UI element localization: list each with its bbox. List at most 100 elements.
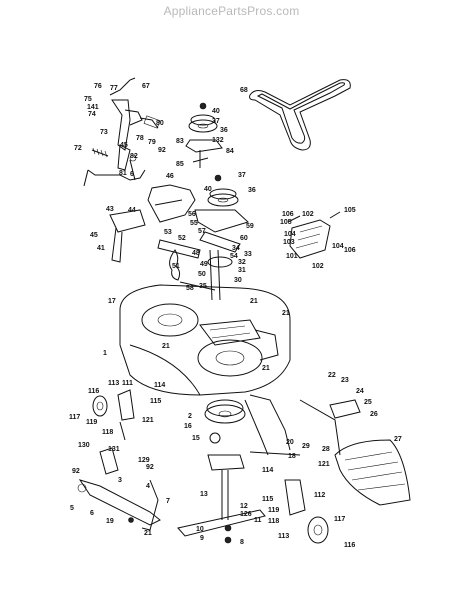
- blade-spindle-assembly: [177, 399, 266, 544]
- callout-label: 113: [278, 533, 289, 540]
- callout-label: 74: [88, 111, 96, 118]
- callout-label: 50: [198, 271, 206, 278]
- callout-label: 35: [199, 283, 207, 290]
- callout-label: 16: [184, 423, 192, 430]
- callout-label: 30: [234, 277, 242, 284]
- callout-label: 52: [178, 235, 186, 242]
- callout-label: 2: [188, 413, 192, 420]
- callout-label: 6: [90, 510, 94, 517]
- callout-label: 37: [212, 118, 220, 125]
- callout-label: 54: [230, 253, 238, 260]
- callout-label: 131: [108, 446, 120, 453]
- deck-belt: [249, 79, 351, 151]
- lift-lever-assembly: [83, 77, 161, 187]
- callout-label: 58: [186, 285, 194, 292]
- callout-label: 79: [148, 139, 156, 146]
- callout-label: 121: [142, 417, 154, 424]
- callout-label: 92: [146, 464, 154, 471]
- callout-label: 8: [240, 539, 244, 546]
- callout-label: 48: [192, 250, 200, 257]
- callout-label: 85: [176, 161, 184, 168]
- callout-label: 26: [370, 411, 378, 418]
- front-hanger-linkage: [77, 447, 161, 531]
- callout-label: 59: [246, 223, 254, 230]
- callout-label: 67: [142, 83, 150, 90]
- callout-label: 118: [268, 518, 279, 525]
- discharge-deflector-small: [287, 211, 341, 259]
- callout-label: 45: [90, 232, 98, 239]
- callout-label: 81: [119, 170, 127, 177]
- callout-label: 53: [164, 229, 172, 236]
- callout-label: 56: [188, 211, 196, 218]
- callout-label: 116: [344, 542, 355, 549]
- belt-guide-bracket: [109, 184, 196, 263]
- callout-label: 23: [341, 377, 349, 384]
- callout-label: 141: [87, 104, 99, 111]
- callout-label: 121: [318, 461, 330, 468]
- callout-label: 29: [302, 443, 310, 450]
- callout-label: 92: [72, 468, 80, 475]
- callout-label: 28: [322, 446, 330, 453]
- callout-label: 84: [226, 148, 234, 155]
- callout-label: 92: [158, 147, 166, 154]
- callout-label: 80: [156, 120, 164, 127]
- callout-label: 37: [238, 172, 246, 179]
- callout-label: 112: [314, 492, 325, 499]
- callout-label: 117: [69, 414, 80, 421]
- callout-label: 116: [88, 388, 99, 395]
- callout-label: 75: [84, 96, 92, 103]
- callout-label: 104: [332, 243, 344, 250]
- callout-labels: 76 77 75 141 74 67 73 80 78 79 92 72 45 …: [69, 83, 402, 549]
- callout-label: 77: [110, 85, 118, 92]
- callout-label: 21: [144, 530, 152, 537]
- callout-label: 105: [344, 207, 356, 214]
- gauge-wheel-right: [284, 479, 329, 544]
- callout-label: 114: [262, 467, 273, 474]
- callout-label: 115: [262, 496, 273, 503]
- callout-label: 3: [118, 477, 122, 484]
- callout-label: 115: [150, 398, 161, 405]
- callout-label: 43: [106, 206, 114, 213]
- callout-label: 111: [122, 380, 133, 387]
- discharge-chute: [299, 399, 411, 506]
- callout-label: 119: [268, 507, 279, 514]
- callout-label: 55: [190, 220, 198, 227]
- callout-label: 25: [364, 399, 372, 406]
- callout-label: 12: [240, 503, 248, 510]
- callout-label: 21: [262, 365, 270, 372]
- callout-label: 20: [286, 439, 294, 446]
- callout-label: 27: [394, 436, 402, 443]
- callout-label: 106: [282, 211, 294, 218]
- callout-label: 22: [328, 372, 336, 379]
- callout-label: 113: [108, 380, 119, 387]
- callout-label: 130: [78, 442, 90, 449]
- callout-label: 7: [166, 498, 170, 505]
- callout-label: 102: [302, 211, 314, 218]
- callout-label: 132: [212, 137, 224, 144]
- callout-label: 11: [254, 517, 262, 524]
- callout-label: 57: [198, 228, 206, 235]
- callout-label: 24: [356, 388, 364, 395]
- callout-label: 9: [200, 535, 204, 542]
- mower-deck-housing: [119, 284, 291, 396]
- callout-label: 31: [238, 267, 246, 274]
- callout-label: 104: [284, 231, 296, 238]
- callout-label: 103: [283, 239, 295, 246]
- callout-label: 102: [312, 263, 324, 270]
- callout-label: 21: [162, 343, 170, 350]
- callout-label: 126: [240, 511, 252, 518]
- callout-label: 117: [334, 516, 345, 523]
- callout-label: 119: [86, 419, 97, 426]
- callout-label: 33: [244, 251, 252, 258]
- callout-label: 114: [154, 382, 165, 389]
- callout-label: 36: [248, 187, 256, 194]
- callout-label: 21: [282, 310, 290, 317]
- callout-label: 129: [138, 457, 150, 464]
- callout-label: 78: [136, 135, 144, 142]
- callout-label: 45: [120, 142, 128, 149]
- callout-label: 18: [288, 453, 296, 460]
- callout-label: 73: [100, 129, 108, 136]
- callout-label: 15: [192, 435, 200, 442]
